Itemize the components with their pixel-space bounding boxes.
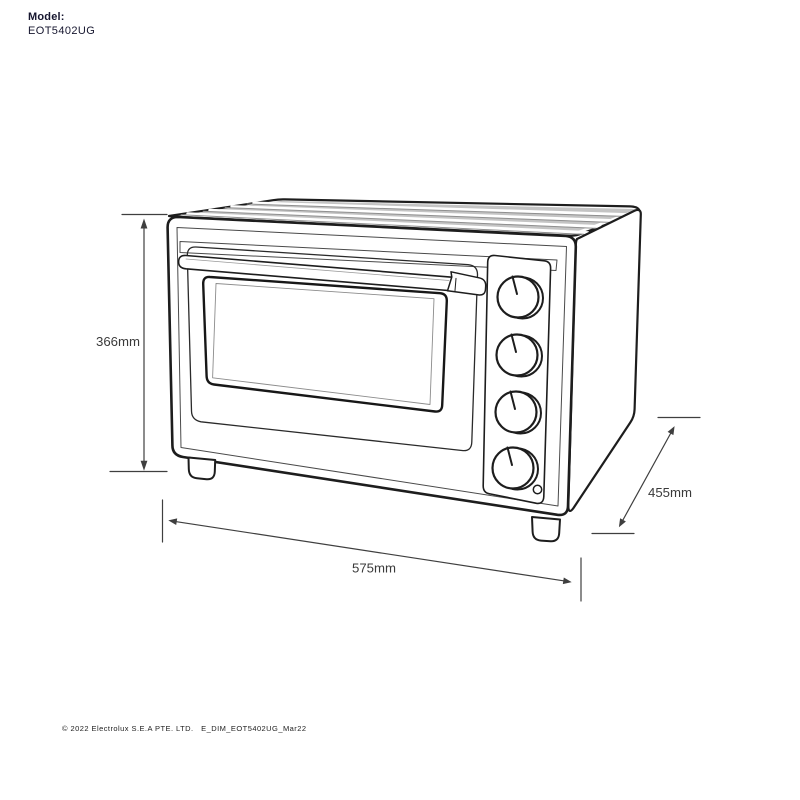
control-knob-3 <box>494 390 542 435</box>
front-vent-slot <box>179 241 558 271</box>
oven-illustration <box>166 198 642 543</box>
indicator-light <box>532 484 543 495</box>
model-block: Model: EOT5402UG <box>28 11 95 38</box>
arrowhead-left <box>168 518 178 525</box>
arrowhead-down-left <box>618 518 626 528</box>
door-window-inner-line <box>212 283 435 405</box>
dimension-width: 575mm <box>161 499 582 602</box>
dimension-line <box>620 429 674 525</box>
front-inner-border <box>176 227 567 507</box>
height-label: 366mm <box>96 334 140 349</box>
dimension-height: 366mm <box>96 213 168 473</box>
model-number: EOT5402UG <box>28 25 96 37</box>
dimension-depth: 455mm <box>591 416 701 535</box>
copyright-footer: © 2022 Electrolux S.E.A PTE. LTD. E_DIM_… <box>62 724 307 733</box>
oven-door <box>186 246 479 452</box>
depth-label: 455mm <box>648 485 692 500</box>
handle-end-cap <box>446 271 487 296</box>
door-window <box>201 275 448 413</box>
dimension-annotations: 366mm 575mm 455mm <box>96 213 701 602</box>
foot-front-left <box>187 456 217 481</box>
control-panel <box>482 254 552 505</box>
arrowhead-up-right <box>667 426 675 436</box>
oven-side-panel <box>567 208 642 513</box>
door-handle <box>177 254 487 296</box>
arrowhead-down <box>140 460 148 471</box>
arrowhead-up <box>140 218 148 229</box>
dimension-line <box>173 520 567 582</box>
model-label: Model: <box>28 11 65 23</box>
control-knob-4 <box>491 446 539 491</box>
control-knob-1 <box>496 275 544 320</box>
arrowhead-right <box>562 577 572 585</box>
control-knob-2 <box>495 333 543 378</box>
width-label: 575mm <box>352 561 396 576</box>
control-knobs <box>491 275 544 495</box>
foot-front-right <box>531 516 561 543</box>
top-vent-slats <box>180 201 637 235</box>
